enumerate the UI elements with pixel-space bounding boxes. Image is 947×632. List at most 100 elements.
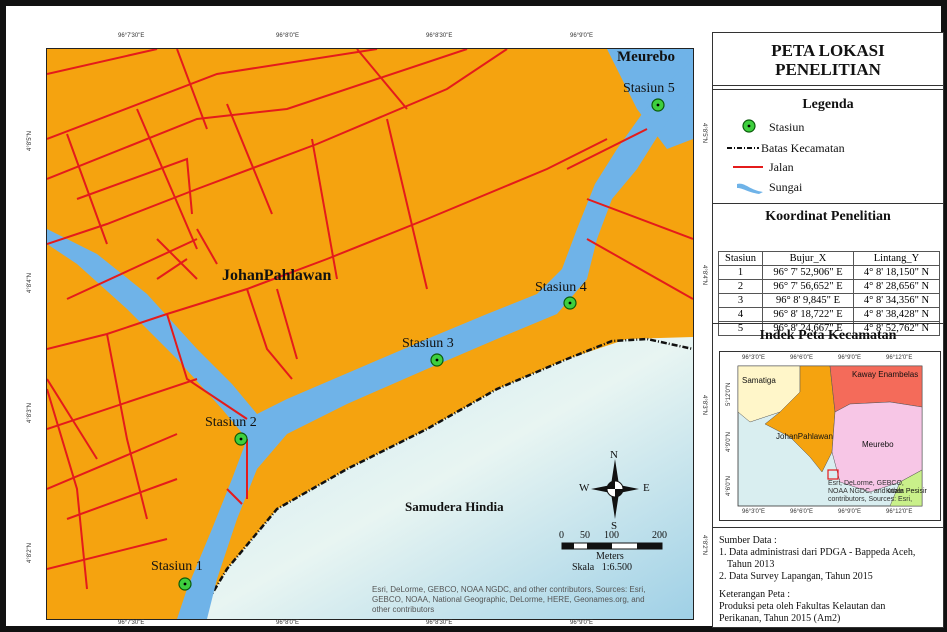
inset-side-tick: 4°9'0"N xyxy=(726,431,732,452)
roads xyxy=(47,49,693,590)
divider xyxy=(713,323,943,324)
legend-river-label: Sungai xyxy=(769,180,803,194)
table-cell: 4° 8' 52,762" N xyxy=(852,321,941,336)
sea-label: Samudera Hindia xyxy=(405,499,504,514)
divider xyxy=(713,203,943,204)
station-3-label: Stasiun 3 xyxy=(402,336,454,351)
table-cell: 1 xyxy=(718,265,763,280)
inset-attribution: Esri, DeLorme, GEBCO, NOAA NGDC, and oth… xyxy=(828,480,913,503)
district-boundary xyxy=(195,337,693,619)
region-label-meurebo: Meurebo xyxy=(617,49,676,65)
table-cell: 96° 7' 56,652" E xyxy=(761,279,854,294)
index-heading: Indek Peta Kecamatan xyxy=(759,328,897,343)
table-cell: 4° 8' 28,656" N xyxy=(852,279,941,294)
scale-ratio: Skala 1:6.500 xyxy=(572,562,632,573)
river xyxy=(47,59,693,619)
scale-unit: Meters xyxy=(596,551,624,562)
coord-heading: Koordinat Penelitian xyxy=(765,209,891,224)
region-label-johanpahlawan: JohanPahlawan xyxy=(222,267,332,284)
table-cell: 4° 8' 38,428" N xyxy=(852,307,941,322)
index-map-canvas xyxy=(720,352,940,520)
bottom-tick-3: 96°8'30"E xyxy=(426,620,453,626)
top-tick-4: 96°9'0"E xyxy=(570,33,594,39)
right-tick-1: 4°8'5"N xyxy=(701,123,707,144)
bottom-tick-1: 96°7'30"E xyxy=(118,620,145,626)
legend-road-label: Jalan xyxy=(769,160,794,174)
compass-e: E xyxy=(643,482,650,494)
table-cell: 96° 7' 52,906" E xyxy=(761,265,854,280)
info-panel: PETA LOKASI PENELITIAN Legenda Stasiun B… xyxy=(712,32,944,628)
inset-label-samatiga: Samatiga xyxy=(742,376,776,385)
legend-boundary-label: Batas Kecamatan xyxy=(761,141,845,155)
scale-bar xyxy=(561,542,663,550)
inset-side-tick: 5°12'0"N xyxy=(726,382,732,406)
inset-bottom-tick: 96°12'0"E xyxy=(886,509,913,515)
scale-tick-100: 100 xyxy=(604,530,619,541)
inset-bottom-tick: 96°6'0"E xyxy=(790,509,814,515)
table-cell: 96° 8' 18,722" E xyxy=(761,307,854,322)
left-tick-2: 4°8'4"N xyxy=(27,272,33,293)
table-cell: 4° 8' 34,356" N xyxy=(852,293,941,308)
inset-top-tick: 96°3'0"E xyxy=(742,355,766,361)
left-tick-1: 4°8'5"N xyxy=(27,130,33,151)
main-map[interactable]: JohanPahlawan Meurebo Samudera Hindia St… xyxy=(46,48,694,620)
table-header: Lintang_Y xyxy=(852,251,941,266)
note-line-2: Perikanan, Tahun 2015 (Am2) xyxy=(719,613,841,624)
scale-tick-50: 50 xyxy=(580,530,590,541)
attribution-line-2: GEBCO, NOAA, National Geographic, DeLorm… xyxy=(372,595,645,604)
attribution-line-3: other contributors xyxy=(372,605,435,614)
inset-top-tick: 96°9'0"E xyxy=(838,355,862,361)
attribution-line-1: Esri, DeLorme, GEBCO, NOAA NGDC, and oth… xyxy=(372,585,646,594)
station-markers xyxy=(178,98,665,591)
legend-boundary: Batas Kecamatan xyxy=(761,141,845,156)
table-cell: 96° 8' 9,845" E xyxy=(761,293,854,308)
table-cell: 4° 8' 18,150" N xyxy=(852,265,941,280)
inset-side-tick: 4°6'0"N xyxy=(726,475,732,496)
table-cell: 3 xyxy=(718,293,763,308)
compass-w: W xyxy=(579,482,590,494)
legend-station-label: Stasiun xyxy=(769,120,805,134)
index-map[interactable]: Samatiga Kaway Enambelas JohanPahlawan M… xyxy=(719,351,941,521)
map-title-line-1: PETA LOKASI xyxy=(771,41,885,60)
source-line-1: 1. Data administrasi dari PDGA - Bappeda… xyxy=(719,547,916,558)
boundary-line-icon xyxy=(727,147,759,149)
legend-heading: Legenda xyxy=(802,97,854,112)
map-canvas xyxy=(47,49,693,619)
station-1-label: Stasiun 1 xyxy=(151,559,203,574)
right-tick-3: 4°8'3"N xyxy=(701,395,707,416)
scale-tick-0: 0 xyxy=(559,530,564,541)
station-2-label: Stasiun 2 xyxy=(205,415,257,430)
right-tick-2: 4°8'4"N xyxy=(701,265,707,286)
map-title: PETA LOKASI PENELITIAN xyxy=(713,41,943,79)
legend-river: Sungai xyxy=(769,180,802,195)
index-extent-box xyxy=(827,469,839,480)
table-cell: 4 xyxy=(718,307,763,322)
north-arrow-icon xyxy=(591,459,639,519)
bottom-tick-2: 96°8'0"E xyxy=(276,620,300,626)
top-tick-2: 96°8'0"E xyxy=(276,33,300,39)
divider xyxy=(713,89,943,90)
note-heading: Keterangan Peta : xyxy=(719,589,791,600)
bottom-tick-4: 96°9'0"E xyxy=(570,620,594,626)
table-header: Stasiun xyxy=(718,251,763,266)
compass-s: S xyxy=(611,520,618,532)
inset-label-johan: JohanPahlawan xyxy=(776,432,833,441)
meurebo-water xyxy=(607,49,693,149)
scale-tick-200: 200 xyxy=(652,530,667,541)
station-4-label: Stasiun 4 xyxy=(535,280,587,295)
right-tick-4: 4°8'2"N xyxy=(701,535,707,556)
left-tick-3: 4°8'3"N xyxy=(27,402,33,423)
legend-road: Jalan xyxy=(769,160,794,175)
divider xyxy=(713,527,943,528)
road-line-icon xyxy=(733,166,763,168)
compass-n: N xyxy=(610,449,618,461)
inset-top-tick: 96°6'0"E xyxy=(790,355,814,361)
left-tick-4: 4°8'2"N xyxy=(27,542,33,563)
station-icon xyxy=(742,119,756,133)
